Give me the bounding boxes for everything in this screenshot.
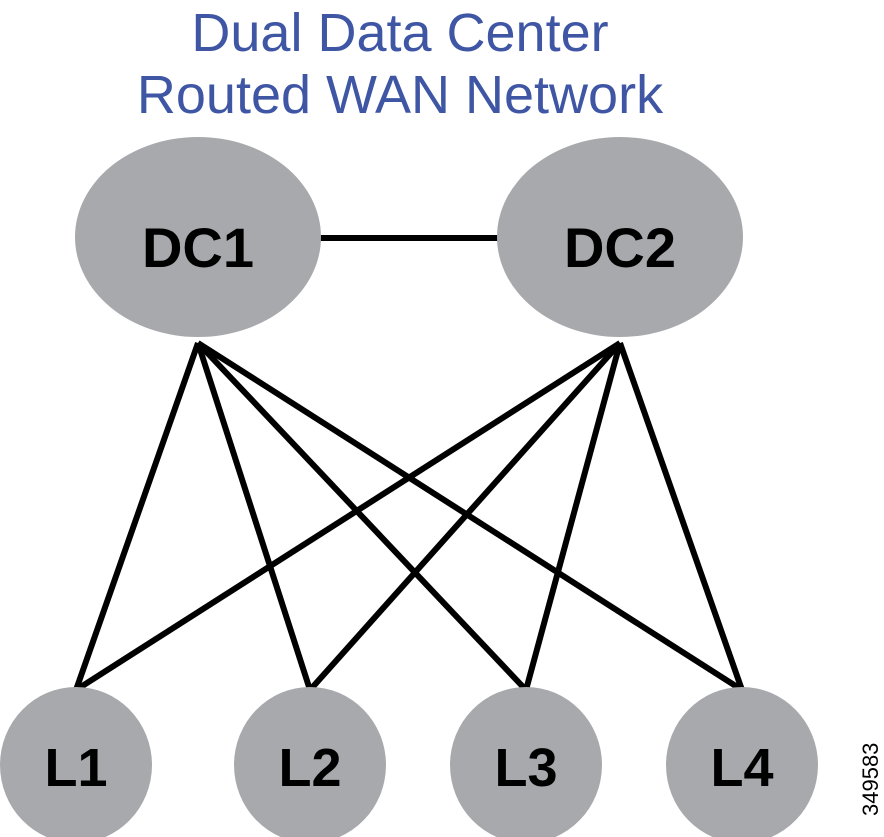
link-dc2-l2 <box>307 341 623 692</box>
title-line-2: Routed WAN Network <box>136 65 664 125</box>
node-l4-label: L4 <box>710 738 773 798</box>
node-dc1[interactable]: DC1 <box>75 137 321 337</box>
link-dc1-l4 <box>196 340 744 693</box>
node-dc1-label: DC1 <box>142 216 254 279</box>
node-l3-label: L3 <box>494 738 557 798</box>
link-dc2-l1 <box>74 340 622 693</box>
node-l2-shape <box>234 687 386 837</box>
link-dc1-l3 <box>195 340 529 693</box>
node-l3[interactable]: L3 <box>450 687 602 837</box>
link-dc2-l4 <box>617 342 745 691</box>
title-line-1: Dual Data Center <box>191 3 609 63</box>
diagram-title: Dual Data Center Routed WAN Network <box>0 2 800 126</box>
link-dc1-l1 <box>73 342 201 691</box>
nodes-layer: DC1 DC2 L1 L2 L3 L4 <box>0 137 818 837</box>
node-l1-shape <box>0 687 152 837</box>
node-l4-shape <box>666 687 818 837</box>
node-l4[interactable]: L4 <box>666 687 818 837</box>
node-dc2[interactable]: DC2 <box>497 137 743 337</box>
node-l1-label: L1 <box>44 738 107 798</box>
node-l1[interactable]: L1 <box>0 687 152 837</box>
node-dc2-label: DC2 <box>564 216 676 279</box>
link-dc2-l3 <box>523 342 623 691</box>
node-dc1-shape <box>75 137 321 337</box>
node-l2-label: L2 <box>278 738 341 798</box>
links-layer <box>73 235 745 693</box>
link-dc1-l2 <box>195 342 313 691</box>
node-dc2-shape <box>497 137 743 337</box>
figure-id: 349583 <box>858 742 883 816</box>
node-l2[interactable]: L2 <box>234 687 386 837</box>
node-l3-shape <box>450 687 602 837</box>
